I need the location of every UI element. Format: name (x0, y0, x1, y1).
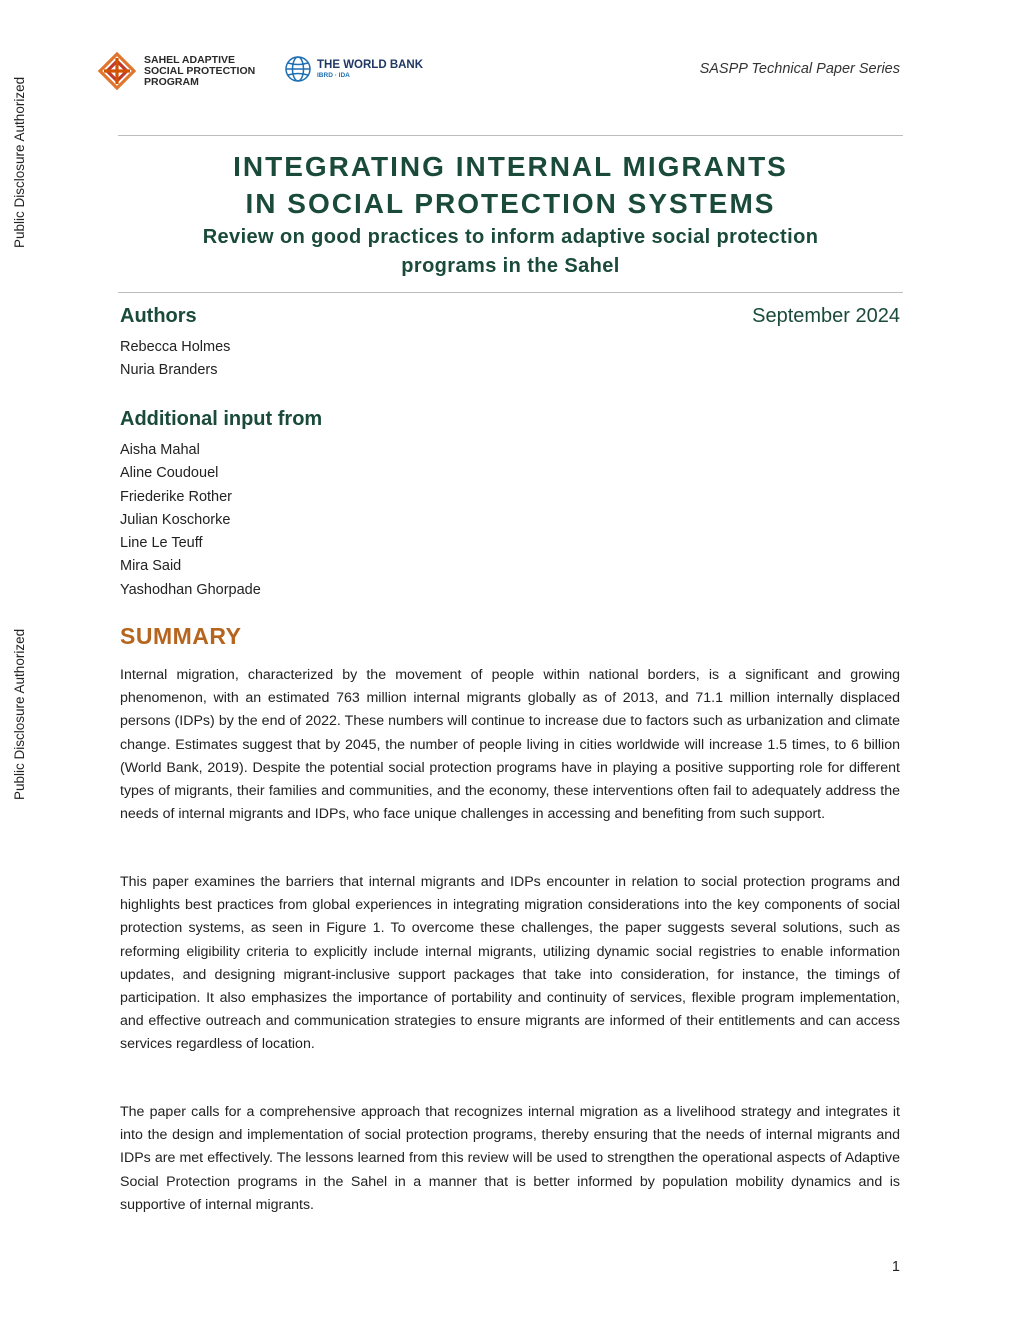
globe-icon (285, 56, 311, 82)
summary-paragraph: Internal migration, characterized by the… (120, 667, 900, 823)
contributor-name: Aline Coudouel (120, 465, 219, 482)
additional-input-heading: Additional input from (120, 408, 323, 430)
endless-knot-icon (97, 51, 137, 91)
summary-paragraph: This paper examines the barriers that in… (120, 874, 900, 1053)
page-subtitle: Review on good practices to inform adapt… (202, 226, 819, 277)
contributor-name: Yashodhan Ghorpade (120, 581, 261, 598)
contributor-name: Julian Koschorke (120, 511, 231, 528)
world-bank-name: THE WORLD BANK (317, 58, 424, 71)
author-name: Rebecca Holmes (120, 339, 231, 355)
world-bank-sub: IBRD · IDA (317, 71, 350, 79)
contributor-name: Aisha Mahal (120, 442, 200, 458)
saspp-logo: SAHEL ADAPTIVE SOCIAL PROTECTION PROGRAM (96, 50, 255, 92)
page-title: INTEGRATING INTERNAL MIGRANTS IN SOCIAL … (233, 151, 788, 219)
top-divider (118, 135, 903, 136)
authors-list: Rebecca Holmes Nuria Branders (120, 336, 230, 383)
summary-heading: SUMMARY (120, 623, 242, 649)
series-label: SASPP Technical Paper Series (699, 61, 900, 77)
author-name: Nuria Branders (120, 362, 218, 379)
page-number: 1 (891, 1259, 900, 1275)
contributor-name: Mira Said (120, 558, 182, 575)
contributors-list: Aisha Mahal Aline Coudouel Friederike Ro… (120, 439, 261, 602)
publication-date: September 2024 (752, 305, 900, 327)
title-divider (118, 292, 903, 293)
authors-heading: Authors (120, 305, 197, 327)
disclosure-label-bottom: Public Disclosure Authorized (12, 628, 27, 800)
contributor-name: Line Le Teuff (120, 535, 203, 552)
world-bank-logo: THE WORLD BANK IBRD · IDA (284, 55, 423, 83)
saspp-logo-text: SAHEL ADAPTIVE SOCIAL PROTECTION PROGRAM (144, 53, 256, 88)
summary-paragraph: The paper calls for a comprehensive appr… (120, 1104, 900, 1213)
disclosure-label-top: Public Disclosure Authorized (12, 76, 27, 248)
contributor-name: Friederike Rother (120, 488, 233, 505)
